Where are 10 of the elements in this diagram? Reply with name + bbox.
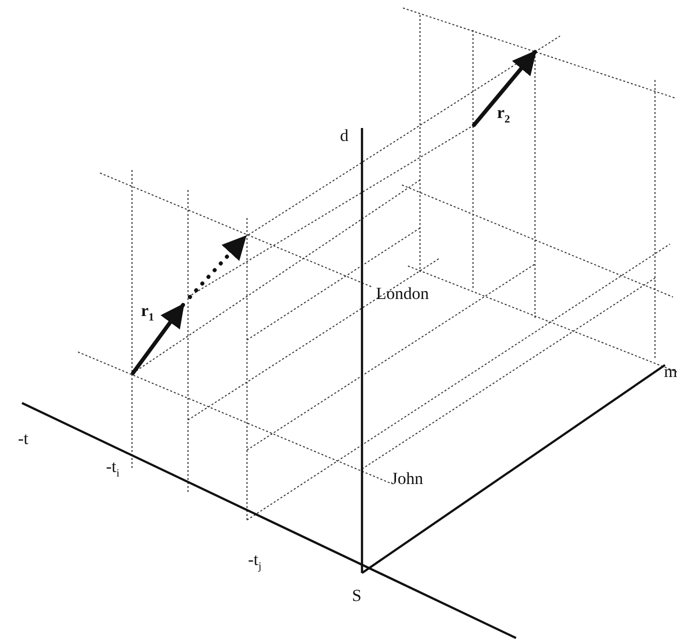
vector-label: r$_{1}$	[141, 302, 154, 324]
axis-label: m	[664, 363, 678, 380]
axis-label: -t	[18, 430, 28, 447]
vector-label: r$_{2}$	[497, 104, 510, 126]
place-label: John	[391, 470, 424, 487]
place-label: London	[376, 285, 429, 302]
axis-label: d	[340, 127, 348, 144]
axis-label: S	[352, 587, 362, 604]
tick-label: -t$_{j}$	[248, 551, 262, 572]
tick-label: -t$_{i}$	[106, 458, 120, 480]
